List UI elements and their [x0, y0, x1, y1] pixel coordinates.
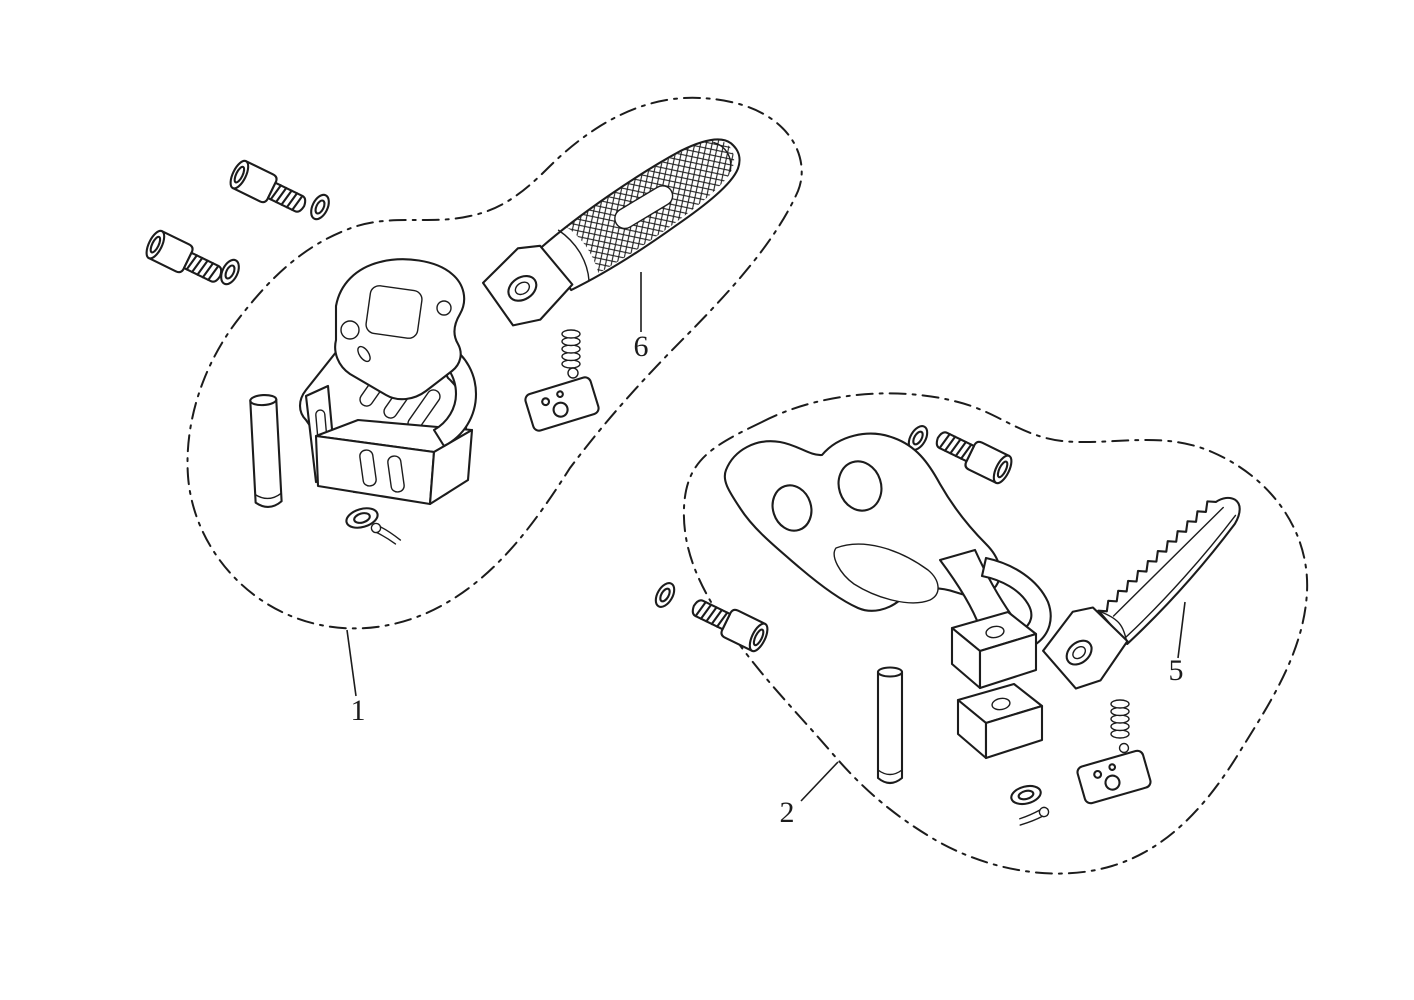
- bracket-left-arm: [432, 344, 478, 448]
- bracket-right-plate: [723, 432, 1002, 612]
- socket-bolt-4: [686, 591, 773, 655]
- detent-ball-right: [1118, 742, 1130, 754]
- washer-bolt-1: [306, 190, 334, 224]
- flat-washer-left: [345, 507, 379, 529]
- washer-bolt-4: [650, 578, 680, 612]
- detent-spring-right: [1110, 699, 1130, 739]
- socket-bolt-1: [225, 157, 312, 221]
- bracket-right-hole-a: [771, 484, 813, 532]
- footpeg-left-tip-line: [713, 141, 732, 172]
- clevis-pin-right: [876, 666, 904, 785]
- bracket-left-hole-c: [357, 345, 371, 363]
- detent-spring-left: [561, 329, 581, 369]
- socket-bolt-3: [930, 423, 1017, 487]
- footpeg-left: [481, 138, 741, 327]
- footpeg-right-pivot-hole: [1072, 645, 1087, 660]
- part-label-6: 6: [634, 330, 649, 363]
- detent-ball-left: [567, 367, 579, 379]
- bracket-right-triangular-cutout: [833, 543, 939, 604]
- part-label-2: 2: [780, 796, 795, 829]
- leader-line-5: [1177, 601, 1186, 659]
- part-label-5: 5: [1169, 654, 1184, 687]
- footpeg-right-body: [1097, 496, 1241, 645]
- assembly-1-boundary-outline: [186, 96, 803, 630]
- flat-washer-right: [1010, 784, 1042, 806]
- footpeg-right-side-line-bottom: [1125, 514, 1237, 638]
- mount-plate-right: [1075, 748, 1153, 806]
- cotter-pin-left: [368, 520, 402, 548]
- bracket-left-hole-a: [340, 320, 360, 340]
- footpeg-right: [1042, 496, 1241, 690]
- socket-bolt-2: [141, 227, 228, 291]
- footpeg-left-collar-line: [557, 229, 590, 282]
- leader-line-2: [800, 761, 839, 802]
- bracket-left-square-hole: [365, 285, 423, 339]
- bracket-right-lug-lower: [956, 682, 1044, 760]
- clevis-pin-left: [249, 393, 283, 508]
- footpeg-left-label-panel: [614, 185, 674, 230]
- cotter-pin-right: [1016, 805, 1051, 828]
- footpeg-left-pivot-hole: [514, 281, 531, 296]
- bracket-left-base: [314, 418, 474, 506]
- leader-line-1: [346, 629, 357, 697]
- footrest-bracket-right: [723, 432, 1052, 760]
- diagram-artwork: 1 6 2 5: [141, 96, 1309, 875]
- washer-bolt-2: [216, 255, 244, 289]
- footpeg-right-side-line-top: [1112, 506, 1224, 617]
- footrest-bracket-left: [298, 258, 478, 506]
- part-label-1: 1: [351, 694, 366, 727]
- bracket-right-hole-b: [837, 460, 883, 512]
- bracket-right-lug-upper: [950, 610, 1038, 690]
- bracket-left-hole-b: [436, 300, 452, 316]
- mount-plate-left: [522, 374, 602, 434]
